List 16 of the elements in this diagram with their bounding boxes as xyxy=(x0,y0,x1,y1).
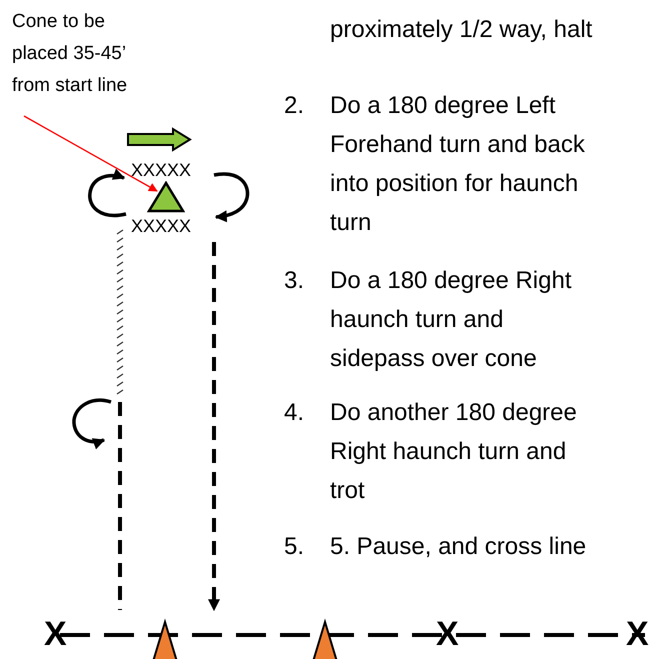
instruction-text: proximately 1/2 way, halt xyxy=(330,15,594,45)
list-number: 2. xyxy=(284,91,306,121)
instruction-text: Do another 180 degree Right haunch turn and trot xyxy=(330,398,578,506)
list-number: 5. xyxy=(284,532,306,562)
note-text: Cone to be placed 35-45’ from start line xyxy=(12,6,162,102)
start-line-marker: X xyxy=(436,614,459,654)
cone-icon xyxy=(147,181,185,213)
instruction-text: Do a 180 degree Right haunch turn and sidepass over cone xyxy=(330,266,572,374)
list-number: 4. xyxy=(284,398,306,428)
instruction-text: Do a 180 degree Left Forehand turn and back into position for haunch turn xyxy=(330,91,586,238)
leader-line xyxy=(24,115,158,192)
pole-marks: XXXXX xyxy=(131,215,192,237)
instruction-text: 5. Pause, and cross line xyxy=(330,532,588,562)
list-number: 3. xyxy=(284,266,306,296)
start-line-marker: X xyxy=(44,614,67,654)
pole-marks: XXXXX xyxy=(131,159,192,181)
